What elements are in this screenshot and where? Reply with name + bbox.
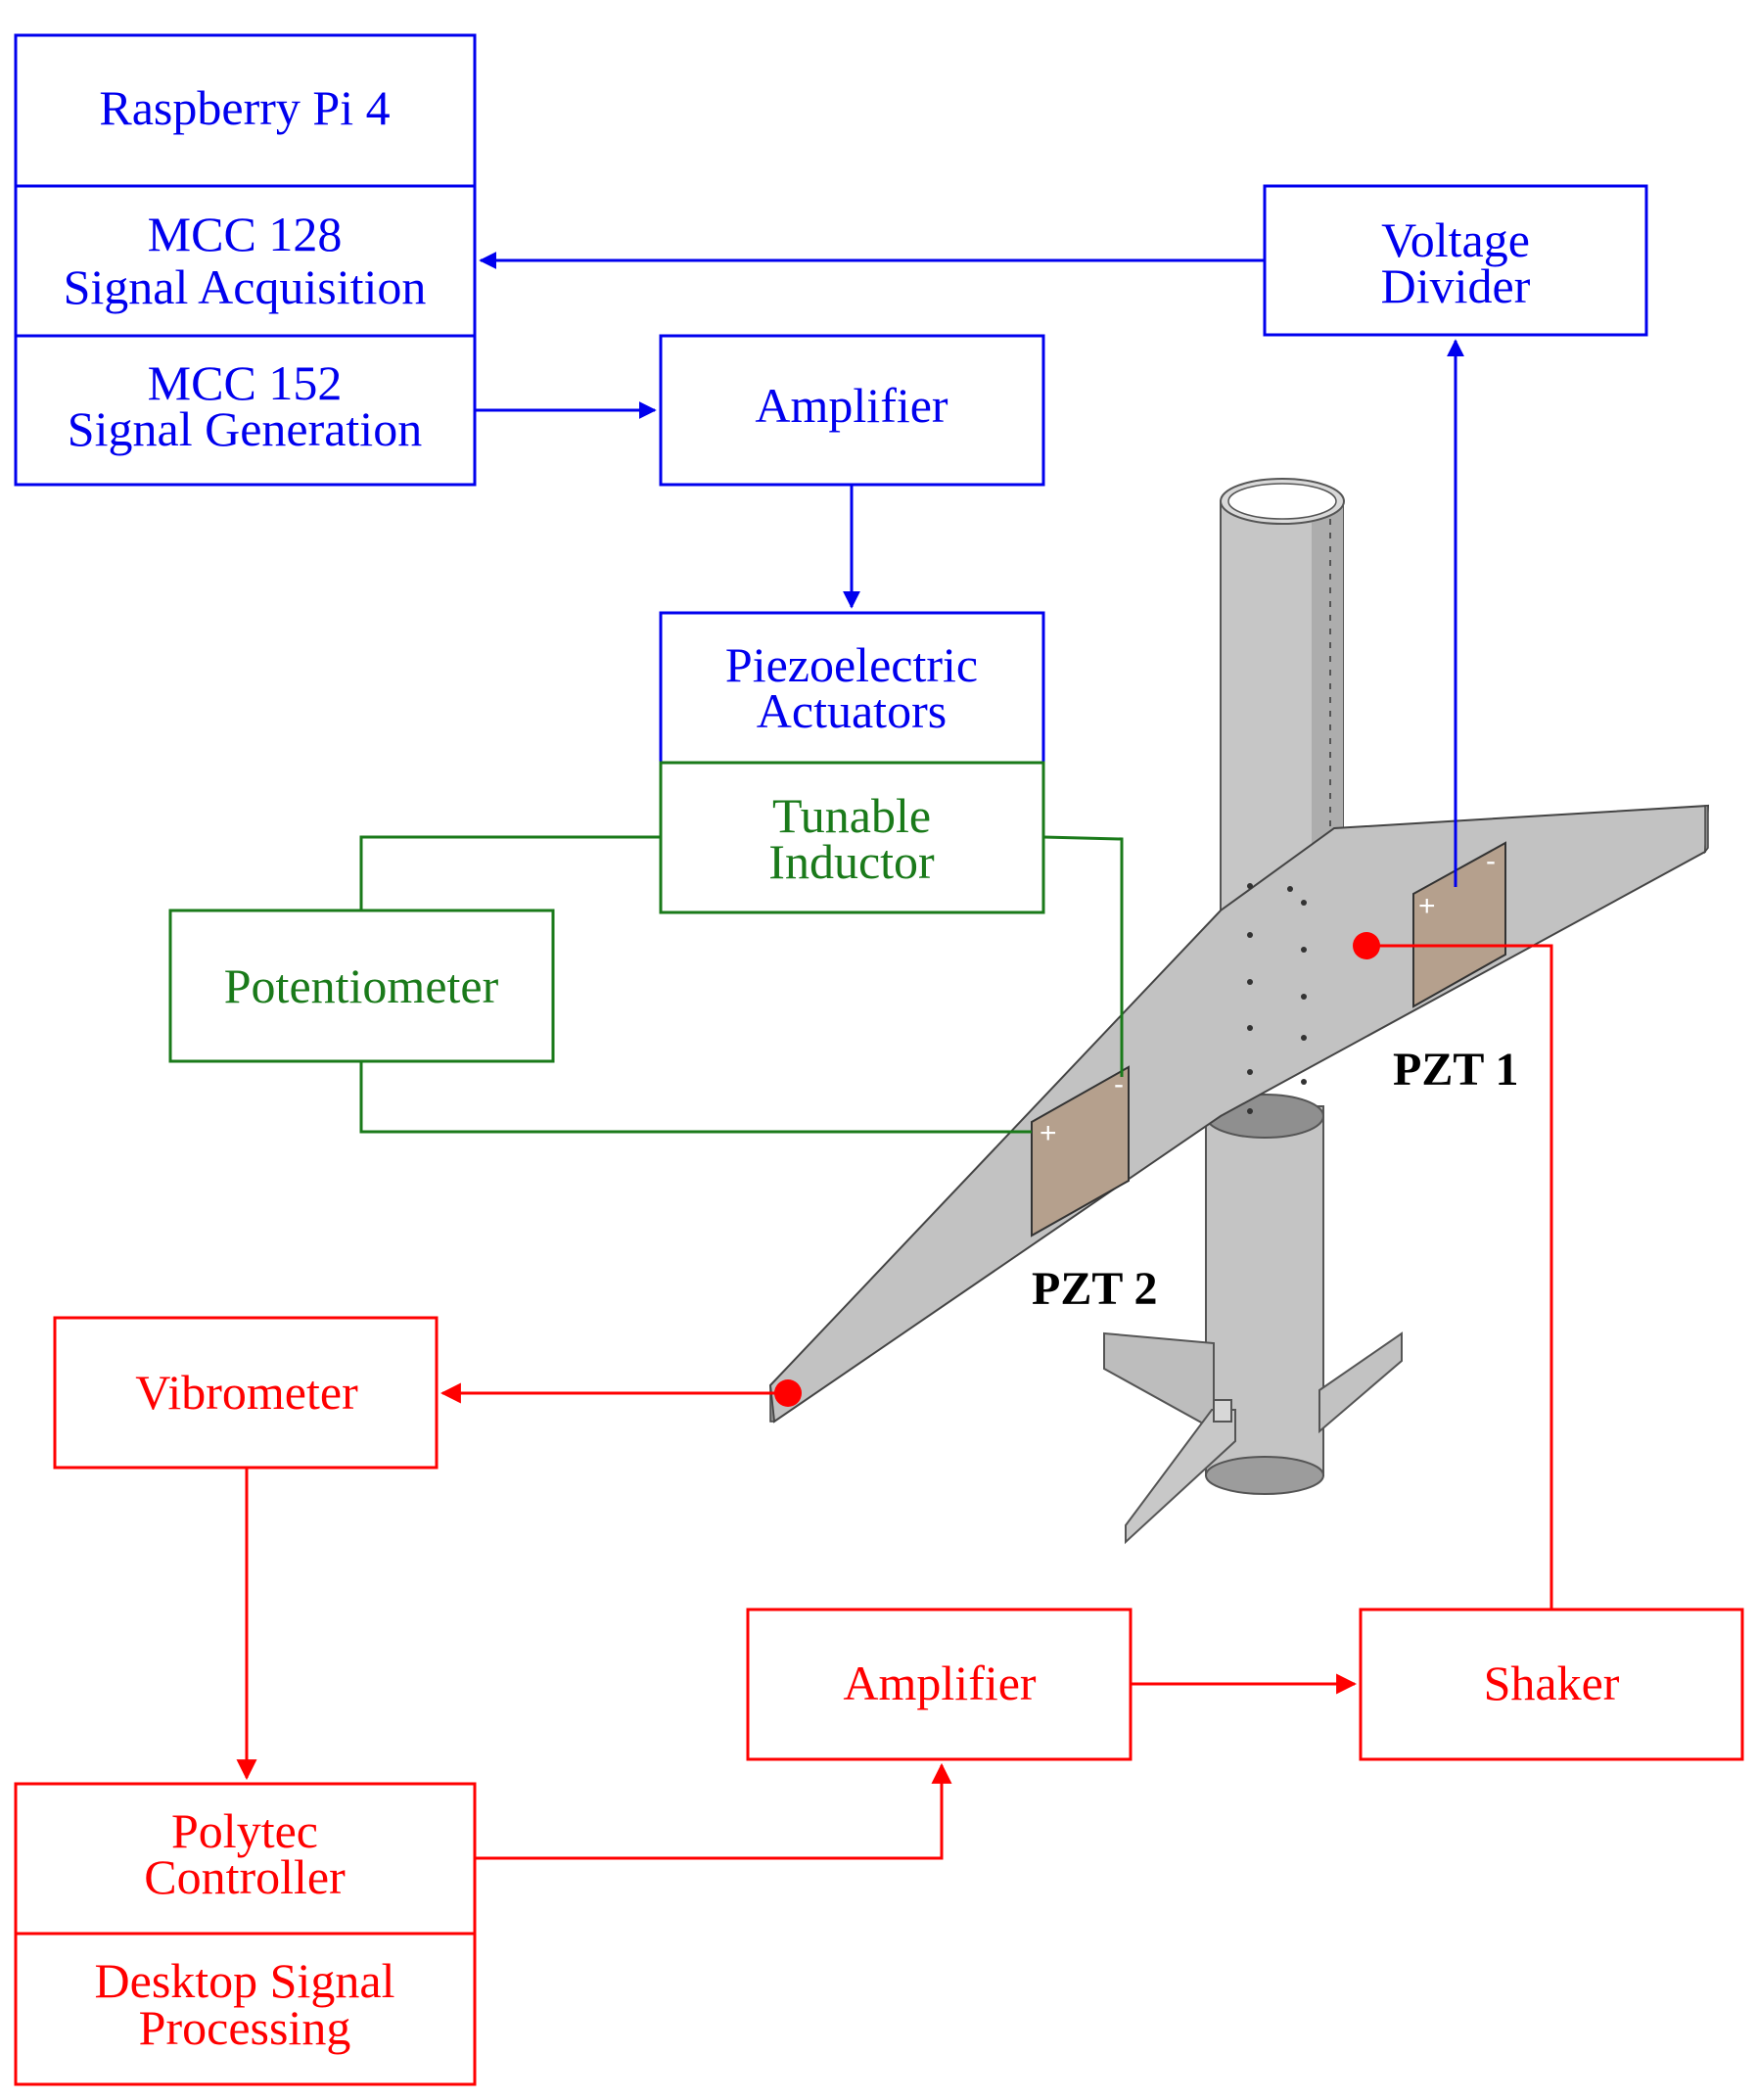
shaker-to-wing-wire [1366,944,1553,1610]
piezo-actuators-label-line2: Actuators [757,683,947,738]
blue-amplifier-label: Amplifier [755,378,948,433]
excitation-chain [14,944,1744,2086]
inductor-to-pzt2-wire [1042,835,1124,1077]
vibrometer-measurement-point [774,1379,802,1407]
mcc152-label-line1: MCC 152 [148,355,343,410]
desktop-label-line2: Processing [139,2000,351,2055]
shaker-label: Shaker [1484,1656,1620,1710]
pzt2-minus-sign: - [1114,1068,1124,1100]
voltage-divider-label-line1: Voltage [1381,212,1530,267]
pzt1-label: PZT 1 [1393,1044,1518,1096]
raspberry-pi-label: Raspberry Pi 4 [99,80,390,135]
acquisition-chain [14,33,1648,887]
pzt1-surface [1412,841,1506,1008]
desktop-label-line1: Desktop Signal [95,1953,395,2008]
mcc152-label-line2: Signal Generation [68,401,422,456]
potentiometer-to-pzt2-wire [359,1061,1032,1134]
red-amplifier-label: Amplifier [843,1656,1037,1710]
piezo-actuators-label-line1: Piezoelectric [725,637,978,692]
potentiometer-label: Potentiometer [224,958,499,1013]
rivet-holes [1247,883,1307,1114]
test-structure: + - + - PZT 1 PZT 2 [768,478,1710,1545]
pzt2-surface [1031,1065,1130,1237]
polytec-label-line1: Polytec [171,1803,318,1858]
mcc128-label-line1: MCC 128 [148,207,343,261]
pzt2-patch: + - [1031,1065,1130,1237]
polytec-label-line2: Controller [144,1849,346,1904]
tail-fins [1103,1331,1403,1545]
inductor-to-potentiometer-wire [359,835,661,910]
mcc128-label-line2: Signal Acquisition [64,259,427,314]
shaker-attachment-point [1353,932,1380,959]
pzt1-plus-sign: + [1418,890,1436,922]
tunable-inductor-label-line1: Tunable [772,788,931,843]
pzt1-patch: + - [1412,841,1506,1008]
voltage-divider-label-line2: Divider [1381,258,1531,313]
vibrometer-label: Vibrometer [135,1365,358,1420]
controller-to-amplifier-arrow [475,1762,952,1860]
pzt2-plus-sign: + [1040,1117,1057,1149]
pzt2-label: PZT 2 [1032,1263,1157,1315]
desktop-processing-box [14,1932,477,2086]
upper-tube [1220,478,1345,913]
tuning-circuit [168,761,1124,1134]
tunable-inductor-label-line2: Inductor [768,834,935,889]
pzt1-minus-sign: - [1486,845,1496,877]
